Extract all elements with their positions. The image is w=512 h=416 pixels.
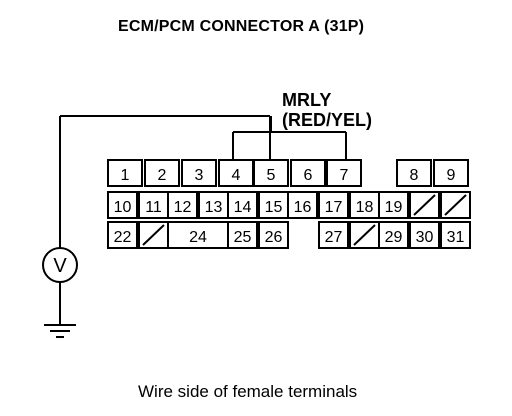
terminal-box [167,221,229,249]
wire-label: MRLY (RED/YEL) [282,90,372,130]
terminal-number: 1 [121,167,130,184]
terminal-cell: 26 [258,221,289,249]
terminal-box [107,159,143,187]
probe-wire [59,115,271,325]
terminal-cell [138,221,169,249]
terminal-number: 16 [294,199,312,216]
terminal-number: 8 [410,167,419,184]
terminal-cell: 3 [181,159,217,187]
terminal-box [227,191,258,219]
terminal-number: 29 [385,229,403,246]
terminal-cell: 18 [349,191,380,219]
terminal-cell: 14 [227,191,258,219]
terminal-number: 26 [265,229,283,246]
terminal-cell: 10 [107,191,138,219]
terminal-box [396,159,432,187]
wire-label-name: MRLY [282,90,332,110]
terminal-box [107,191,138,219]
terminal-cell: 5 [253,159,289,187]
voltmeter-label: V [53,255,67,277]
terminal-cell: 11 [138,191,169,219]
terminal-number: 17 [325,199,343,216]
terminal-box [378,221,409,249]
wire-label-color: (RED/YEL) [282,110,372,130]
wire-bracket [232,116,347,160]
diagram-title: ECM/PCM CONNECTOR A (31P) [118,18,365,35]
terminal-box [138,191,169,219]
terminal-box [167,191,198,219]
terminal-number: 31 [447,229,465,246]
terminal-box [409,221,440,249]
terminal-cell: 16 [287,191,318,219]
terminal-box [107,221,138,249]
ground-icon [44,324,76,338]
terminal-cell: 29 [378,221,409,249]
unused-terminal-slash [413,194,436,216]
terminal-cell: 17 [318,191,349,219]
terminal-box [433,159,469,187]
caption: Wire side of female terminals [138,382,358,401]
terminal-cell: 2 [144,159,180,187]
terminal-box [378,191,409,219]
terminal-number: 13 [205,199,223,216]
terminal-cell [349,221,380,249]
terminal-box [253,159,289,187]
terminal-cell: 30 [409,221,440,249]
terminal-cell: 6 [290,159,326,187]
terminal-box [144,159,180,187]
terminal-box [318,221,349,249]
unused-terminal-slash [444,194,467,216]
terminal-number: 19 [385,199,403,216]
terminal-number: 12 [174,199,192,216]
terminal-number: 25 [234,229,252,246]
terminal-cell: 7 [326,159,362,187]
terminal-number: 11 [145,199,162,216]
terminal-number: 4 [232,167,241,184]
terminal-cell: 9 [433,159,469,187]
terminal-box [440,221,471,249]
terminal-box [287,191,318,219]
terminal-cell [409,191,440,219]
terminal-number: 22 [114,229,132,246]
terminal-box [227,221,258,249]
terminal-box [181,159,217,187]
terminal-box [258,221,289,249]
terminal-number: 10 [114,199,132,216]
terminal-number: 6 [304,167,313,184]
terminal-number: 5 [267,167,276,184]
terminal-cell: 19 [378,191,409,219]
terminal-number: 3 [195,167,204,184]
terminal-number: 2 [158,167,167,184]
terminal-cell: 31 [440,221,471,249]
unused-terminal-slash [353,224,376,246]
terminal-cell [440,191,471,219]
terminal-cell: 13 [198,191,229,219]
terminal-box [290,159,326,187]
terminal-number: 18 [356,199,374,216]
terminal-cell: 24 [167,221,229,249]
terminal-number: 15 [265,199,283,216]
terminal-cell: 4 [218,159,254,187]
terminal-number: 9 [447,167,456,184]
terminal-cell: 12 [167,191,198,219]
terminal-cell: 1 [107,159,143,187]
terminal-number: 14 [234,199,252,216]
terminal-cell: 8 [396,159,432,187]
terminal-box [318,191,349,219]
terminal-cell: 25 [227,221,258,249]
terminal-number: 7 [340,167,349,184]
terminal-number: 27 [325,229,343,246]
terminal-cell: 22 [107,221,138,249]
terminal-cell: 15 [258,191,289,219]
terminal-number: 30 [416,229,434,246]
terminal-number: 24 [189,229,207,246]
unused-terminal-slash [142,224,165,246]
terminal-box [326,159,362,187]
terminal-cell: 27 [318,221,349,249]
voltmeter-icon: V [42,247,78,283]
